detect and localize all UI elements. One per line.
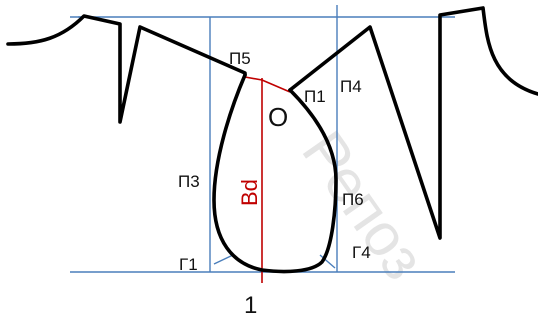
- label-p6: П6: [342, 190, 364, 209]
- label-g4: Г4: [352, 243, 371, 262]
- pattern-outline: [6, 6, 538, 274]
- label-o: O: [268, 102, 288, 132]
- label-p3: П3: [178, 172, 200, 191]
- left-corner-diagonal: [213, 254, 234, 265]
- label-bd: Bd: [237, 179, 262, 206]
- labels: П5 П1 П4 П3 П6 Г1 Г4 O 1 Bd: [178, 49, 371, 319]
- o-red-tick: [261, 79, 291, 93]
- teardrop-contour: [212, 73, 338, 274]
- label-g1: Г1: [179, 255, 198, 274]
- label-p4: П4: [340, 77, 362, 96]
- top-red-tick: [244, 76, 263, 81]
- label-one: 1: [244, 292, 257, 319]
- label-p1: П1: [304, 87, 326, 106]
- upper-contour-right: [288, 6, 538, 240]
- label-p5: П5: [229, 49, 251, 68]
- upper-contour-left: [6, 14, 247, 124]
- axis: [244, 76, 291, 283]
- right-corner-diagonal: [319, 254, 336, 269]
